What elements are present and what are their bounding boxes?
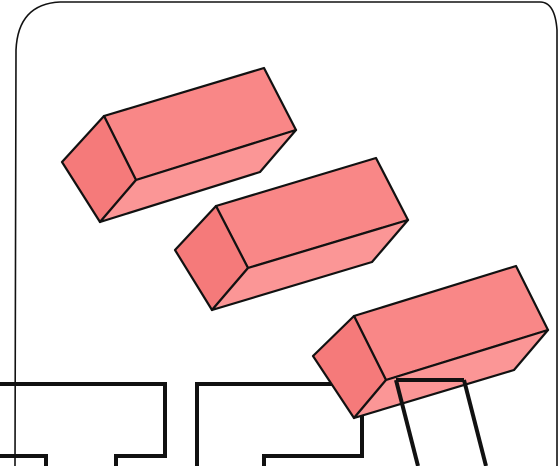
right-outline-left-edge	[394, 379, 420, 466]
block-3-bottom-face	[352, 328, 550, 420]
block-1	[60, 66, 298, 224]
right-outline-shape	[394, 378, 488, 466]
panel-outline	[14, 1, 558, 466]
block-2-bottom-face	[210, 218, 410, 312]
left-outline-shape	[0, 382, 167, 466]
left-outline-stub	[0, 454, 48, 466]
left-outline-path	[0, 382, 167, 466]
center-outline-path	[195, 382, 364, 466]
block-3	[311, 264, 550, 420]
block-1-bottom-face	[98, 128, 298, 224]
block-2	[173, 156, 410, 312]
right-outline-right-edge	[462, 379, 488, 466]
center-outline-shape	[195, 382, 364, 466]
